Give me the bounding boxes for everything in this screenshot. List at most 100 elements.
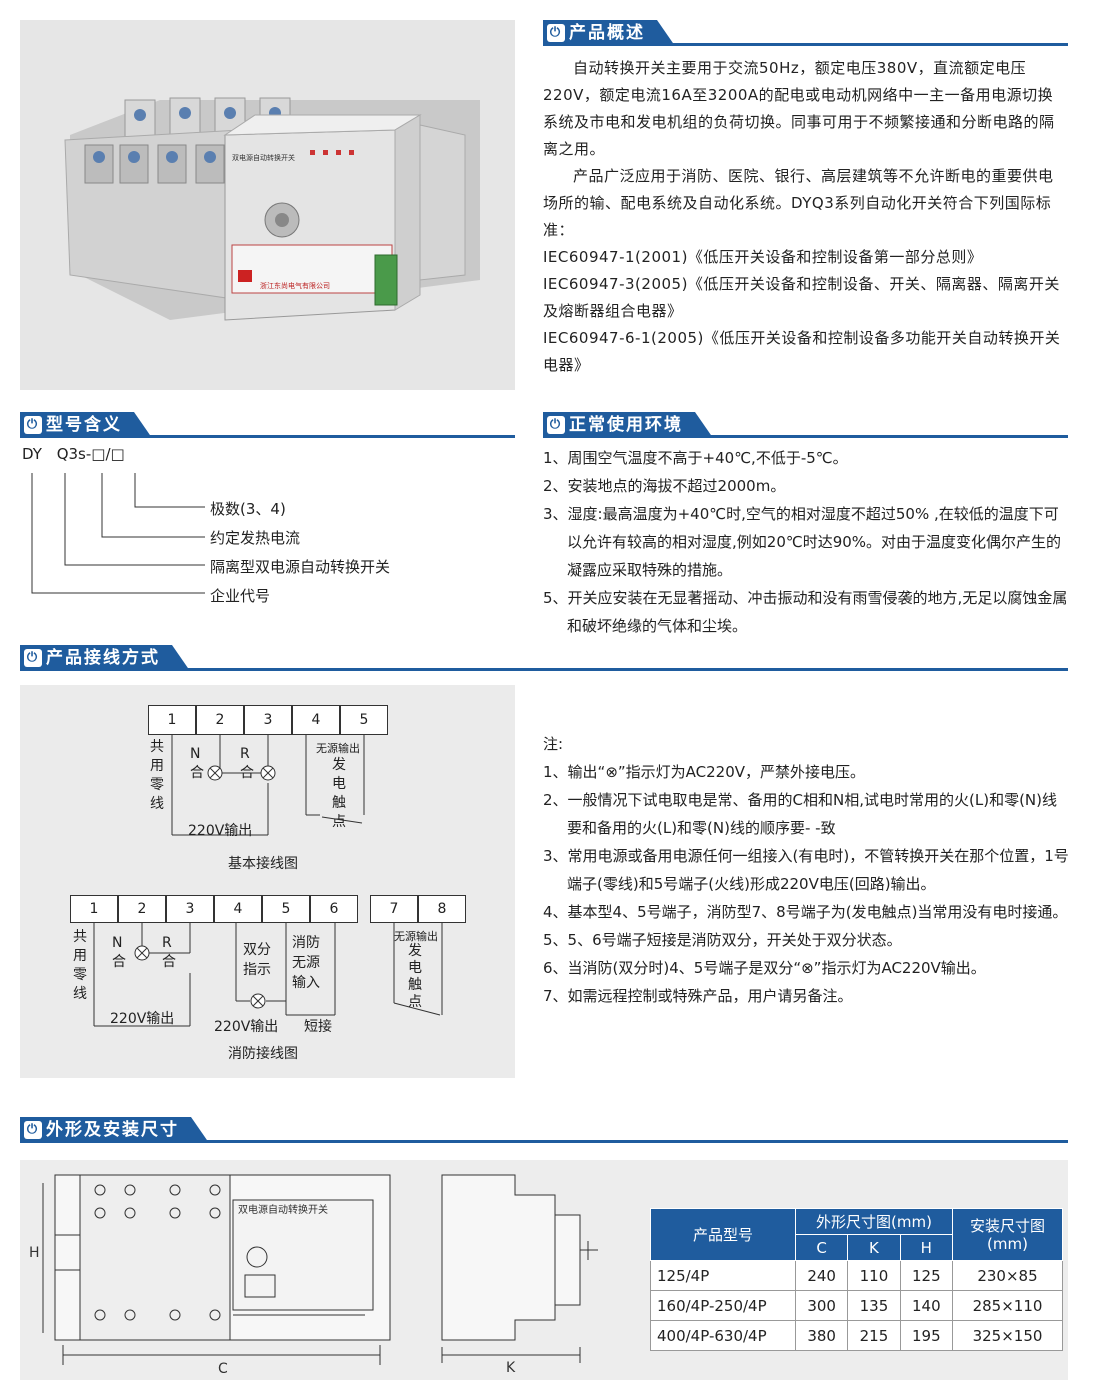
th-c: C bbox=[794, 1234, 849, 1261]
notes-title: 注: bbox=[543, 735, 564, 753]
dimensions-title: 外形及安装尺寸 bbox=[46, 1120, 179, 1140]
table-row: 400/4P-630/4P 380 215 195 325×150 bbox=[650, 1320, 1063, 1351]
side-view-drawing: K bbox=[441, 1174, 598, 1375]
th-k: K bbox=[847, 1234, 901, 1261]
th-h: H bbox=[899, 1234, 954, 1261]
fire-n-he: N合 bbox=[112, 935, 126, 970]
cell-model: 125/4P bbox=[650, 1260, 796, 1291]
overview-title: 产品概述 bbox=[569, 23, 645, 43]
fire-input: 消防无源输入 bbox=[292, 935, 320, 991]
front-view-label: 双电源自动转换开关 bbox=[238, 1203, 328, 1216]
fire-terminal-2: 2 bbox=[118, 895, 166, 923]
note-5: 5、5、6号端子短接是消防双分，开关处于双分状态。 bbox=[543, 931, 902, 949]
power-icon: ⏻ bbox=[24, 416, 42, 434]
th-model: 产品型号 bbox=[650, 1208, 796, 1261]
env-item-3: 3、湿度:最高温度为+40℃时,空气的相对湿度不超过50% ,在较低的温度下可以… bbox=[543, 505, 1062, 579]
basic-terminal-2: 2 bbox=[196, 705, 244, 735]
table-row: 125/4P 240 110 125 230×85 bbox=[650, 1260, 1063, 1291]
overview-text: 自动转换开关主要用于交流50Hz，额定电压380V，直流额定电压220V，额定电… bbox=[543, 55, 1068, 379]
fire-common-zero: 共用零线 bbox=[73, 929, 87, 1002]
cell-h: 125 bbox=[899, 1260, 954, 1291]
basic-dry-output: 无源输出 bbox=[316, 742, 360, 755]
environment-title: 正常使用环境 bbox=[569, 415, 683, 435]
model-legend: 极数(3、4) 约定发热电流 隔离型双电源自动转换开关 企业代号 bbox=[210, 495, 390, 611]
cell-install: 230×85 bbox=[952, 1260, 1063, 1291]
fire-220v-output-2: 220V输出 bbox=[214, 1019, 279, 1035]
fire-wires bbox=[93, 923, 443, 1027]
basic-terminal-4: 4 bbox=[292, 705, 340, 735]
cell-install: 285×110 bbox=[952, 1290, 1063, 1321]
product-photo-area: 双电源自动转换开关 浙江东尚电气有限公司 bbox=[20, 20, 515, 390]
wiring-title: 产品接线方式 bbox=[46, 648, 160, 668]
model-code-a: DY bbox=[22, 445, 42, 463]
note-7: 7、如需远程控制或特殊产品，用户请另备注。 bbox=[543, 987, 853, 1005]
basic-terminal-5: 5 bbox=[340, 705, 388, 735]
model-item-current: 约定发热电流 bbox=[210, 529, 301, 547]
environment-list: 1、周围空气温度不高于+40℃,不低于-5℃。 2、安装地点的海拔不超过2000… bbox=[543, 444, 1071, 640]
note-1: 1、输出“⊗”指示灯为AC220V，严禁外接电压。 bbox=[543, 763, 866, 781]
basic-caption: 基本接线图 bbox=[228, 856, 298, 872]
fire-double-off: 双分指示 bbox=[243, 942, 271, 978]
fire-terminal-8: 8 bbox=[418, 895, 466, 923]
cell-c: 240 bbox=[794, 1260, 849, 1291]
power-icon: ⏻ bbox=[547, 416, 565, 434]
model-item-company: 企业代号 bbox=[210, 587, 271, 605]
front-view-drawing: 双电源自动转换开关 H C bbox=[29, 1174, 391, 1375]
cell-k: 215 bbox=[847, 1320, 901, 1351]
overview-paragraph-2: 产品广泛应用于消防、医院、银行、高层建筑等不允许断电的重要供电场所的输、配电系统… bbox=[543, 167, 1054, 239]
model-title: 型号含义 bbox=[46, 415, 122, 435]
note-3: 3、常用电源或备用电源任何一组接入(有电时)，不管转换开关在那个位置，1号端子(… bbox=[543, 847, 1069, 893]
overview-header: ⏻产品概述 bbox=[543, 20, 1068, 46]
th-outline: 外形尺寸图(mm) bbox=[795, 1208, 953, 1235]
fire-short: 短接 bbox=[304, 1019, 332, 1035]
dim-c-label: C bbox=[218, 1361, 228, 1375]
fire-terminal-3: 3 bbox=[166, 895, 214, 923]
th-install: 安装尺寸图(mm) bbox=[952, 1208, 1063, 1261]
cell-c: 380 bbox=[794, 1320, 849, 1351]
standard-3: IEC60947-6-1(2005)《低压开关设备和控制设备多功能开关自动转换开… bbox=[543, 329, 1061, 374]
model-header: ⏻型号含义 bbox=[20, 412, 515, 438]
cell-k: 110 bbox=[847, 1260, 901, 1291]
product-photo: 双电源自动转换开关 浙江东尚电气有限公司 bbox=[64, 97, 480, 321]
wiring-notes: 注: 1、输出“⊗”指示灯为AC220V，严禁外接电压。 2、一般情况下试电取电… bbox=[543, 730, 1071, 1010]
note-4: 4、基本型4、5号端子，消防型7、8号端子为(发电触点)当常用没有电时接通。 bbox=[543, 903, 1068, 921]
fire-220v-output-1: 220V输出 bbox=[110, 1011, 175, 1027]
cell-model: 160/4P-250/4P bbox=[650, 1290, 796, 1321]
note-2: 2、一般情况下试电取电是常、备用的C相和N相,试电时常用的火(L)和零(N)线要… bbox=[543, 791, 1057, 837]
dim-k-label: K bbox=[506, 1360, 516, 1375]
wiring-header: ⏻产品接线方式 bbox=[20, 645, 1068, 671]
basic-220v-output: 220V输出 bbox=[188, 823, 253, 839]
overview-paragraph-1: 自动转换开关主要用于交流50Hz，额定电压380V，直流额定电压220V，额定电… bbox=[543, 59, 1055, 158]
env-item-1: 1、周围空气温度不高于+40℃,不低于-5℃。 bbox=[543, 449, 848, 467]
power-icon: ⏻ bbox=[547, 24, 565, 42]
model-item-type: 隔离型双电源自动转换开关 bbox=[210, 558, 391, 576]
photo-maker-label: 浙江东尚电气有限公司 bbox=[260, 281, 330, 290]
model-code: DY Q3s-□/□ bbox=[22, 445, 125, 463]
standard-2: IEC60947-3(2005)《低压开关设备和控制设备、开关、隔离器、隔离开关… bbox=[543, 275, 1060, 320]
basic-r-he: R合 bbox=[240, 746, 254, 781]
cell-k: 135 bbox=[847, 1290, 901, 1321]
note-6: 6、当消防(双分时)4、5号端子是双分“⊗”指示灯为AC220V输出。 bbox=[543, 959, 986, 977]
environment-header: ⏻正常使用环境 bbox=[543, 412, 1068, 438]
basic-n-he: N合 bbox=[190, 746, 204, 781]
standard-1: IEC60947-1(2001)《低压开关设备和控制设备第一部分总则》 bbox=[543, 248, 983, 266]
fire-terminal-4: 4 bbox=[214, 895, 262, 923]
model-bracket-lines bbox=[31, 473, 205, 594]
photo-panel-title: 双电源自动转换开关 bbox=[232, 153, 295, 162]
table-row: 160/4P-250/4P 300 135 140 285×110 bbox=[650, 1290, 1063, 1321]
fire-terminal-5: 5 bbox=[262, 895, 310, 923]
cell-h: 195 bbox=[899, 1320, 954, 1351]
dimensions-header: ⏻外形及安装尺寸 bbox=[20, 1117, 1068, 1143]
env-item-2: 2、安装地点的海拔不超过2000m。 bbox=[543, 477, 786, 495]
fire-dry-output: 无源输出 bbox=[394, 930, 438, 943]
power-icon: ⏻ bbox=[24, 649, 42, 667]
dim-h-label: H bbox=[29, 1245, 40, 1261]
basic-terminal-1: 1 bbox=[148, 705, 196, 735]
model-code-b: Q3s-□/□ bbox=[56, 445, 125, 463]
fire-r-he: R合 bbox=[162, 935, 176, 970]
model-item-poles: 极数(3、4) bbox=[210, 500, 286, 518]
basic-wires bbox=[171, 735, 365, 836]
fire-gen-contact: 发电触点 bbox=[408, 943, 422, 1010]
fire-terminal-6: 6 bbox=[310, 895, 358, 923]
basic-common-zero: 共用零线 bbox=[150, 739, 164, 812]
